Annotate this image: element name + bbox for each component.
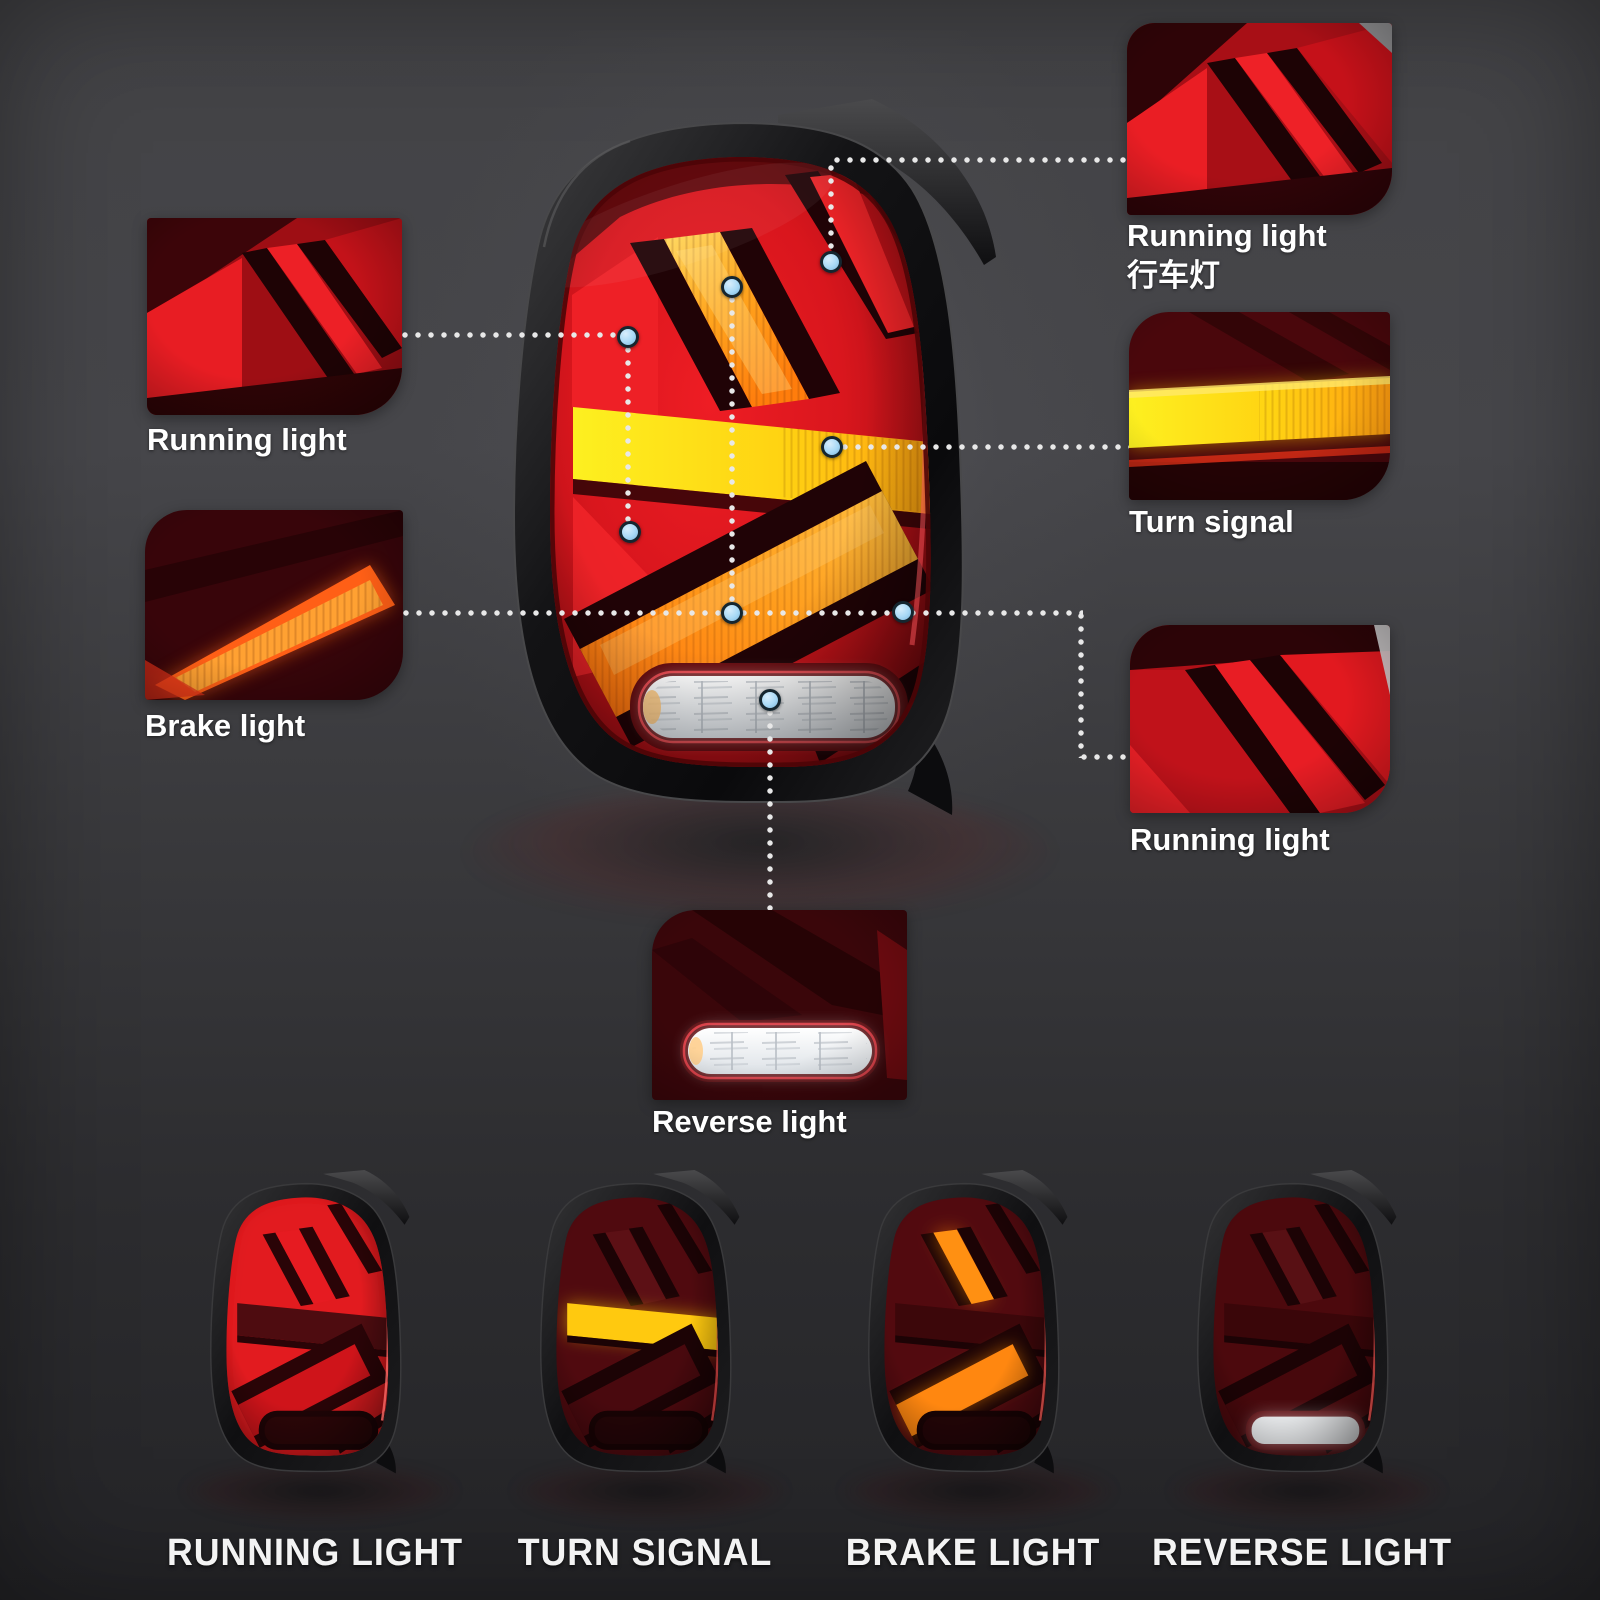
crop-running-top-right-art	[1127, 23, 1392, 215]
marker-dot-running-bottom-right	[892, 601, 914, 623]
leader-line-running-top-right-v	[828, 165, 834, 255]
mode-label-reverse: REVERSE LIGHT	[1151, 1532, 1453, 1574]
leader-line-turn-h	[842, 444, 1129, 450]
marker-dot-amber-stripe	[721, 276, 743, 298]
mode-label-running: RUNNING LIGHT	[167, 1532, 463, 1574]
crop-running-left-art	[147, 218, 402, 415]
callout-crop-running-bottom-right	[1130, 625, 1390, 813]
marker-dot-running-left	[617, 326, 639, 348]
thumbnail-turn-signal	[528, 1168, 763, 1491]
crop-reverse-art	[652, 910, 907, 1100]
callout-label-brake: Brake light	[145, 708, 306, 743]
crop-brake-art	[145, 510, 403, 700]
leader-line-brake-h	[403, 610, 1083, 616]
floor-reflection	[470, 790, 1050, 920]
thumbnail-running-light	[198, 1168, 433, 1491]
leader-line-reverse-v	[767, 710, 773, 910]
crop-turn-art	[1129, 312, 1390, 500]
callout-crop-running-top-right	[1127, 23, 1392, 215]
marker-dot-reverse	[759, 689, 781, 711]
callout-label-running-bottom-right: Running light	[1130, 822, 1330, 857]
marker-dot-running-top-right	[820, 251, 842, 273]
callout-crop-brake	[145, 510, 403, 700]
mode-label-brake: BRAKE LIGHT	[845, 1532, 1101, 1574]
callout-crop-reverse	[652, 910, 907, 1100]
leader-line-running-bottom-right-h	[1081, 754, 1133, 760]
thumbnail-reverse-light	[1185, 1168, 1420, 1491]
callout-label-running-top-right: Running light 行车灯	[1127, 216, 1327, 296]
leader-line-running-top-right-h	[834, 157, 1127, 163]
mount-fin	[778, 99, 996, 265]
callout-label-running-top-right-cn: 行车灯	[1127, 258, 1220, 293]
callout-label-reverse: Reverse light	[652, 1104, 847, 1139]
leader-line-running-left-h	[402, 332, 620, 338]
leader-line-left-v	[625, 347, 631, 523]
marker-dot-turn-signal	[821, 436, 843, 458]
leader-line-running-bottom-right-v	[1078, 613, 1084, 758]
marker-dot-brake	[721, 602, 743, 624]
taillight-photo-main	[512, 99, 996, 815]
leader-line-center-v	[729, 297, 735, 604]
marker-dot-running-left-lower	[619, 521, 641, 543]
callout-label-running-left: Running light	[147, 422, 347, 457]
callout-crop-turn	[1129, 312, 1390, 500]
thumbnail-brake-light	[856, 1168, 1091, 1491]
callout-label-running-top-right-en: Running light	[1127, 218, 1327, 253]
crop-running-bottom-right-art	[1130, 625, 1390, 813]
callout-crop-running-left	[147, 218, 402, 415]
mode-label-turn: TURN SIGNAL	[517, 1532, 773, 1574]
callout-label-turn: Turn signal	[1129, 504, 1294, 539]
